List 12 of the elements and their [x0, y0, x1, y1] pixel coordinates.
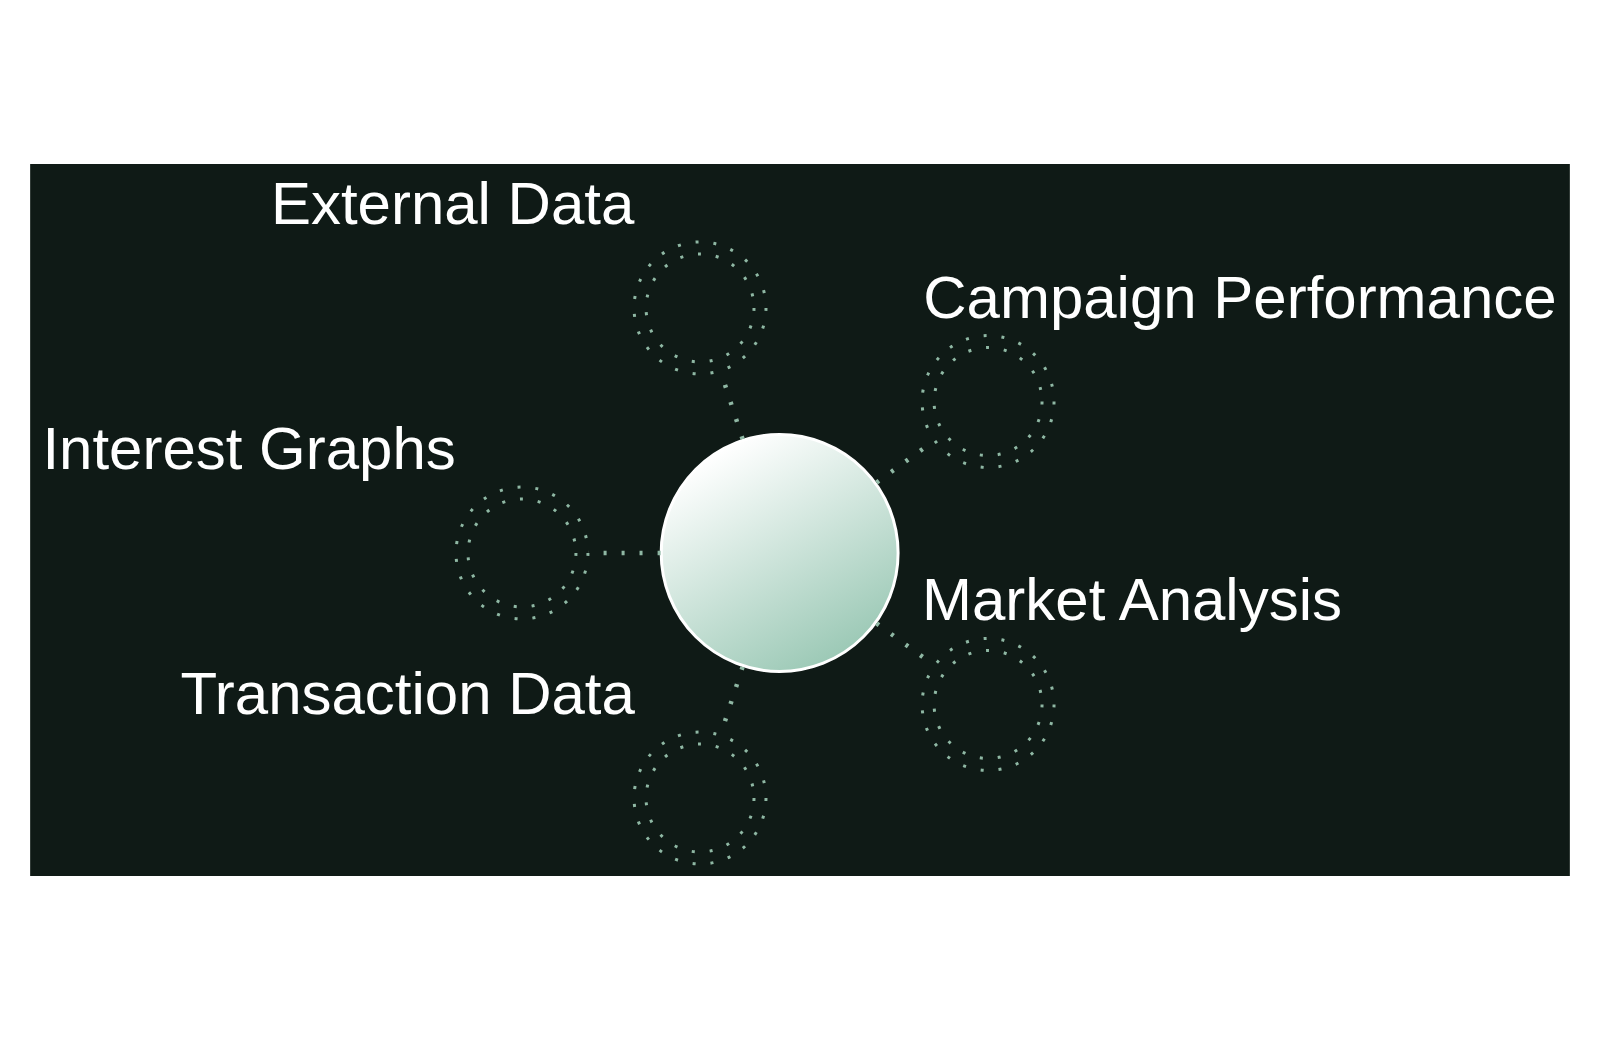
- node-circle: [920, 636, 1056, 772]
- node-label: Campaign Performance: [923, 263, 1557, 331]
- connector: [588, 550, 661, 556]
- node-label: Interest Graphs: [42, 415, 456, 483]
- node-circle: [632, 240, 768, 376]
- node-circle: [454, 485, 590, 621]
- node-label: External Data: [270, 169, 635, 237]
- node-circle: [632, 730, 768, 866]
- node-label: Transaction Data: [180, 660, 635, 728]
- node-circle: [659, 433, 900, 673]
- node-circle: [920, 334, 1056, 469]
- node-label: Market Analysis: [922, 566, 1342, 634]
